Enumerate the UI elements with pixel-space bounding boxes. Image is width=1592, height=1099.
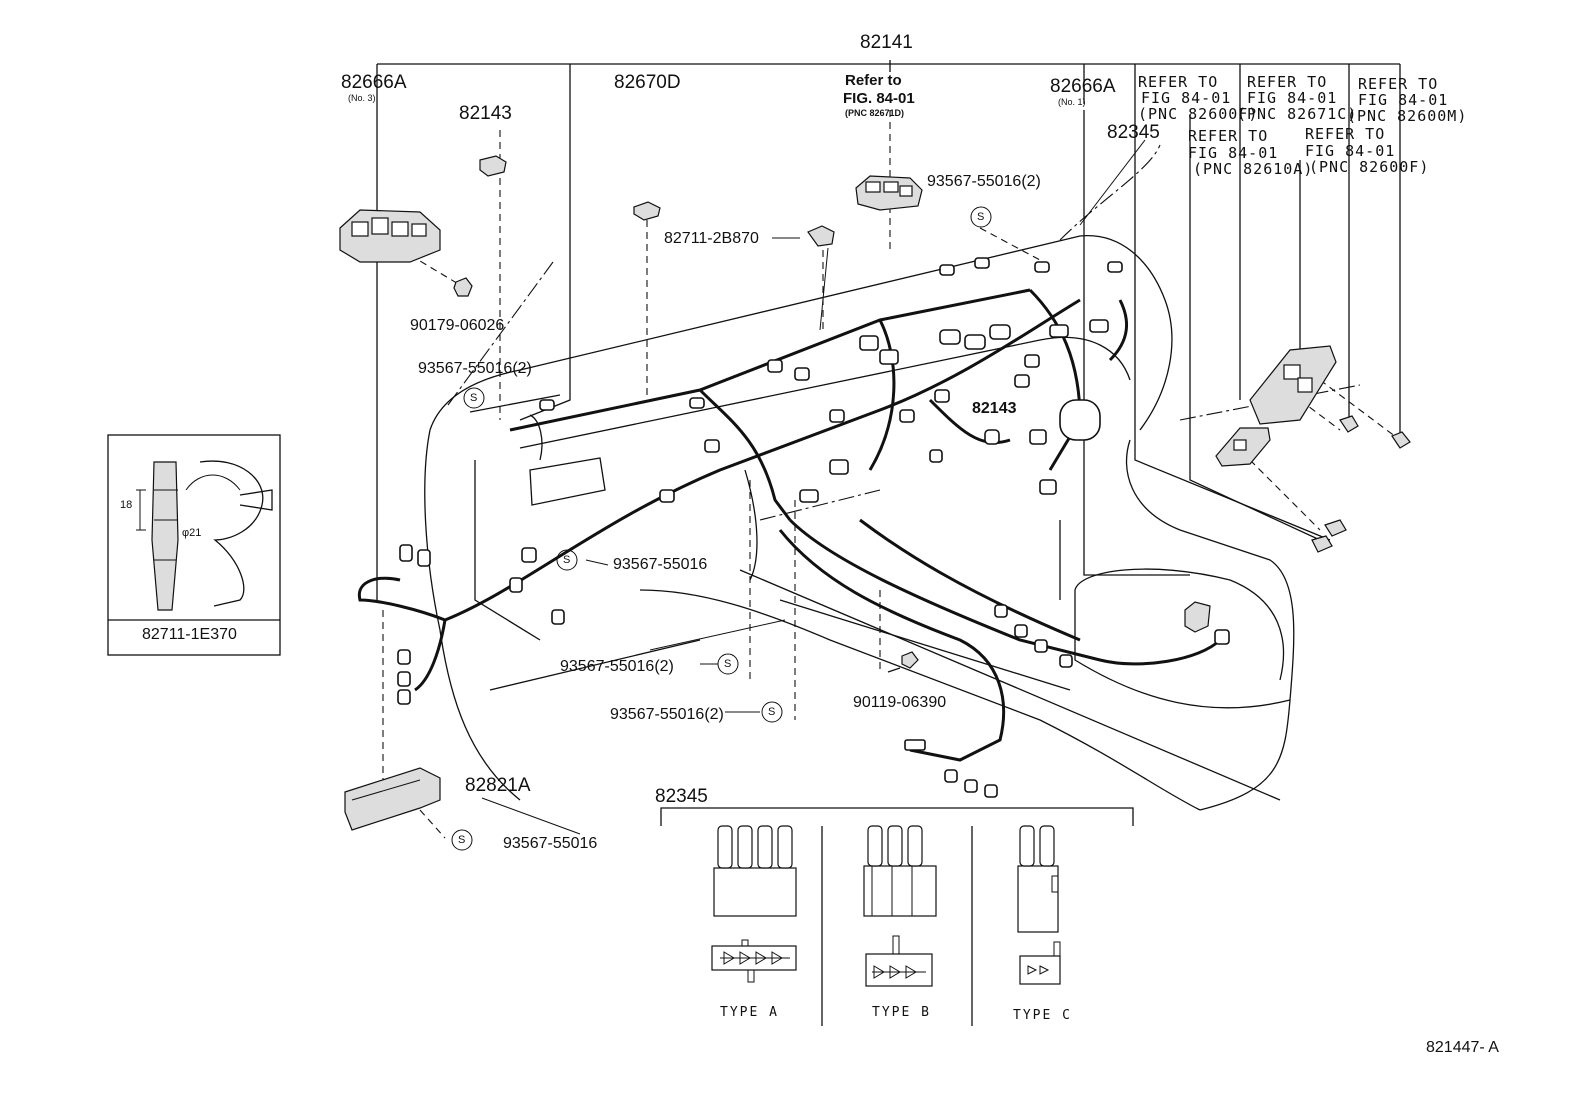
part-90179-nut xyxy=(453,277,473,297)
label-82670d: 82670D xyxy=(614,72,681,93)
part-82143-top xyxy=(479,155,507,177)
connector-type-b xyxy=(863,825,937,987)
label-inset-dim-21: φ21 xyxy=(182,527,202,539)
label-refer-bold-2: FIG. 84-01 xyxy=(843,90,915,107)
part-82666a-no3 xyxy=(339,209,441,263)
label-clip-top-right: 93567-55016(2) xyxy=(927,173,1041,190)
label-type-b: TYPE B xyxy=(872,1005,931,1020)
dashboard-outline xyxy=(424,144,1361,811)
part-82711-2b870 xyxy=(807,225,835,247)
label-type-c: TYPE C xyxy=(1013,1008,1072,1023)
label-refer-bold-3: (PNC 82671D) xyxy=(845,108,905,118)
label-82666a-no3: 82666A xyxy=(341,72,407,93)
label-82711-2b870: 82711-2B870 xyxy=(664,230,759,247)
label-clip-left: 93567-55016(2) xyxy=(418,360,532,377)
label-82666a-no1: 82666A xyxy=(1050,76,1116,97)
clip-symbol-s-3: S xyxy=(563,554,571,566)
label-ref3-line2: FIG 84-01 xyxy=(1358,91,1449,109)
label-harness-82141: 82141 xyxy=(860,32,913,53)
label-clip-low1: 93567-55016(2) xyxy=(560,658,674,675)
label-type-a: TYPE A xyxy=(720,1005,779,1020)
label-ref2-line1: REFER TO xyxy=(1247,73,1328,91)
label-82143-top: 82143 xyxy=(459,103,512,124)
part-82821a xyxy=(344,767,441,831)
clip-symbols xyxy=(451,206,992,851)
label-ref3-line3: (PNC 82600M) xyxy=(1347,107,1468,125)
label-82345-top: 82345 xyxy=(1107,122,1160,143)
types-bracket-82345 xyxy=(660,807,1134,1026)
clip-symbol-s-2: S xyxy=(470,392,478,404)
label-ref5-line3: (PNC 82600F) xyxy=(1309,158,1430,176)
label-ref2-line3: (PNC 82671C) xyxy=(1237,105,1358,123)
label-inset-82711-1e370: 82711-1E370 xyxy=(142,626,237,643)
part-82670d xyxy=(633,201,661,221)
figure-id: 821447- A xyxy=(1426,1039,1499,1056)
label-82666a-no1-sub: (No. 1) xyxy=(1058,97,1086,107)
label-ref5-line1: REFER TO xyxy=(1305,125,1386,143)
connector-type-c xyxy=(1017,825,1061,985)
label-82666a-no3-sub: (No. 3) xyxy=(348,93,376,103)
label-inset-dim-18: 18 xyxy=(120,499,133,511)
part-82666a-no1 xyxy=(1184,601,1211,633)
label-ref1-line2: FIG 84-01 xyxy=(1141,89,1232,107)
label-ref1-line1: REFER TO xyxy=(1138,73,1219,91)
label-ref4-line3: (PNC 82610A) xyxy=(1193,160,1314,178)
label-clip-low2: 93567-55016(2) xyxy=(610,706,724,723)
part-82671d-block xyxy=(855,175,923,211)
label-82821a: 82821A xyxy=(465,775,531,796)
label-82143-mid: 82143 xyxy=(972,400,1017,417)
clip-symbol-s-5: S xyxy=(768,706,776,718)
label-ref4-line1: REFER TO xyxy=(1188,127,1269,145)
harness-wires xyxy=(357,288,1222,762)
part-junction-right xyxy=(1215,345,1411,553)
harness-82141-bracket xyxy=(376,60,1401,576)
clip-symbol-s-4: S xyxy=(724,658,732,670)
label-90179-06026: 90179-06026 xyxy=(410,317,505,334)
label-ref1-line3: (PNC 82600F) xyxy=(1138,105,1259,123)
label-82345-bottom: 82345 xyxy=(655,786,708,807)
label-clip-mid: 93567-55016 xyxy=(613,556,708,573)
label-90119-06390: 90119-06390 xyxy=(853,694,947,711)
part-90119-bolt xyxy=(887,651,919,673)
label-ref4-line2: FIG 84-01 xyxy=(1188,144,1279,162)
label-ref2-line2: FIG 84-01 xyxy=(1247,89,1338,107)
harness-connectors xyxy=(397,257,1230,798)
inset-82711-1e370 xyxy=(107,434,281,656)
clip-symbol-s-1: S xyxy=(977,211,985,223)
clip-symbol-s-6: S xyxy=(458,834,466,846)
connector-type-a xyxy=(711,825,797,983)
label-clip-bottom: 93567-55016 xyxy=(503,835,598,852)
label-ref5-line2: FIG 84-01 xyxy=(1305,142,1396,160)
label-refer-bold-1: Refer to xyxy=(845,72,902,89)
label-ref3-line1: REFER TO xyxy=(1358,75,1439,93)
